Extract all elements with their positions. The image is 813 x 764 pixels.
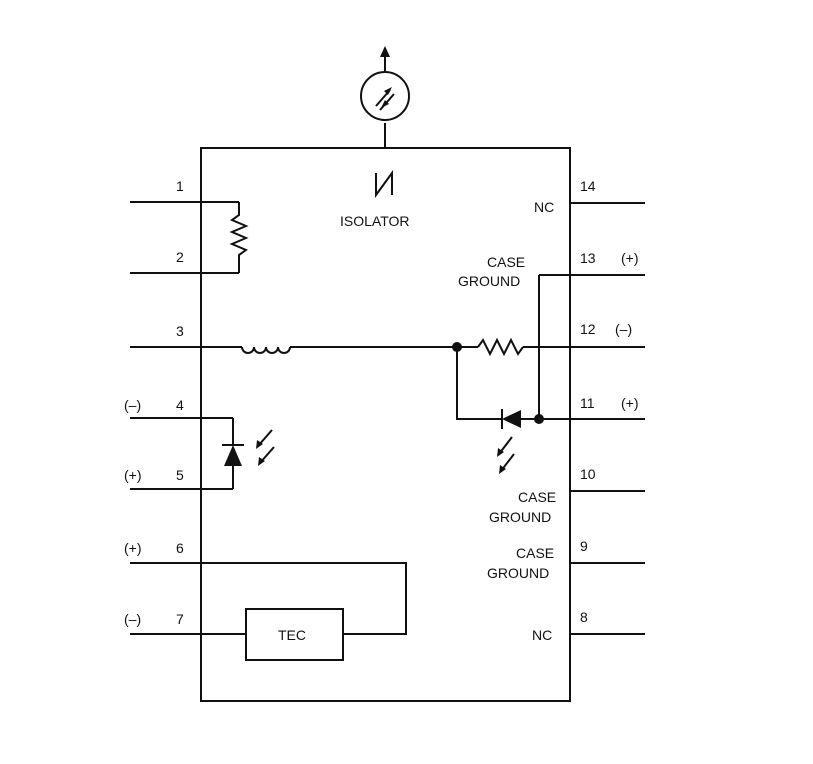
- pin-9-number: 9: [580, 538, 588, 554]
- pin-13-number: 13: [580, 250, 596, 266]
- pin-4-polarity: (–): [124, 397, 141, 413]
- inductor-icon: [241, 346, 291, 354]
- laser-emission-arrowhead-1: [497, 448, 504, 457]
- pin-5-number: 5: [176, 467, 184, 483]
- pin-11-polarity: (+): [621, 395, 639, 411]
- case-ground-label-13-line-2: GROUND: [458, 273, 520, 289]
- pin-4-number: 4: [176, 397, 184, 413]
- case-ground-label-9-line-1: CASE: [516, 545, 554, 561]
- case-ground-label-10-line-2: GROUND: [489, 509, 551, 525]
- isolator-label: ISOLATOR: [340, 213, 410, 229]
- pin-11-number: 11: [580, 395, 595, 411]
- case-ground-label-9-line-2: GROUND: [487, 565, 549, 581]
- laser-diode-branch: [456, 347, 502, 420]
- laser-emission-arrowhead-2: [499, 465, 506, 474]
- pin-3-number: 3: [176, 323, 184, 339]
- pin-10-number: 10: [580, 466, 596, 482]
- pin-7-polarity: (–): [124, 611, 141, 627]
- case-ground-label-10-line-1: CASE: [518, 489, 556, 505]
- connector-arrowhead-1: [384, 87, 392, 95]
- pin-1-number: 1: [176, 178, 184, 194]
- pin-7-number: 7: [176, 611, 184, 627]
- isolator-symbol-icon: [375, 169, 393, 199]
- pin-14-label: NC: [534, 199, 554, 215]
- photodiode-icon: [224, 445, 242, 466]
- connector-arrowhead-2: [381, 100, 389, 108]
- pin-6-number: 6: [176, 540, 184, 556]
- tec-label: TEC: [278, 627, 306, 643]
- pin-6-polarity: (+): [124, 540, 142, 556]
- series-resistor-icon: [477, 337, 524, 357]
- pin-13-polarity: (+): [621, 250, 639, 266]
- pin-2-number: 2: [176, 249, 184, 265]
- pin-14-number: 14: [580, 178, 596, 194]
- photodiode-light-arrowhead-2: [258, 457, 265, 466]
- pin-12-polarity: (–): [615, 321, 632, 337]
- tec-box: [245, 608, 344, 661]
- pin-12-number: 12: [580, 321, 596, 337]
- pin-8-number: 8: [580, 609, 588, 625]
- thermistor-resistor-icon: [229, 202, 249, 273]
- fiber-out-arrow-icon: [380, 46, 390, 57]
- pin-6-lead: [130, 562, 407, 635]
- photodiode-light-arrowhead-1: [256, 440, 263, 449]
- pin-5-polarity: (+): [124, 467, 142, 483]
- pin-8-label: NC: [532, 627, 552, 643]
- case-ground-label-13-line-1: CASE: [487, 254, 525, 270]
- laser-diode-icon: [502, 410, 521, 428]
